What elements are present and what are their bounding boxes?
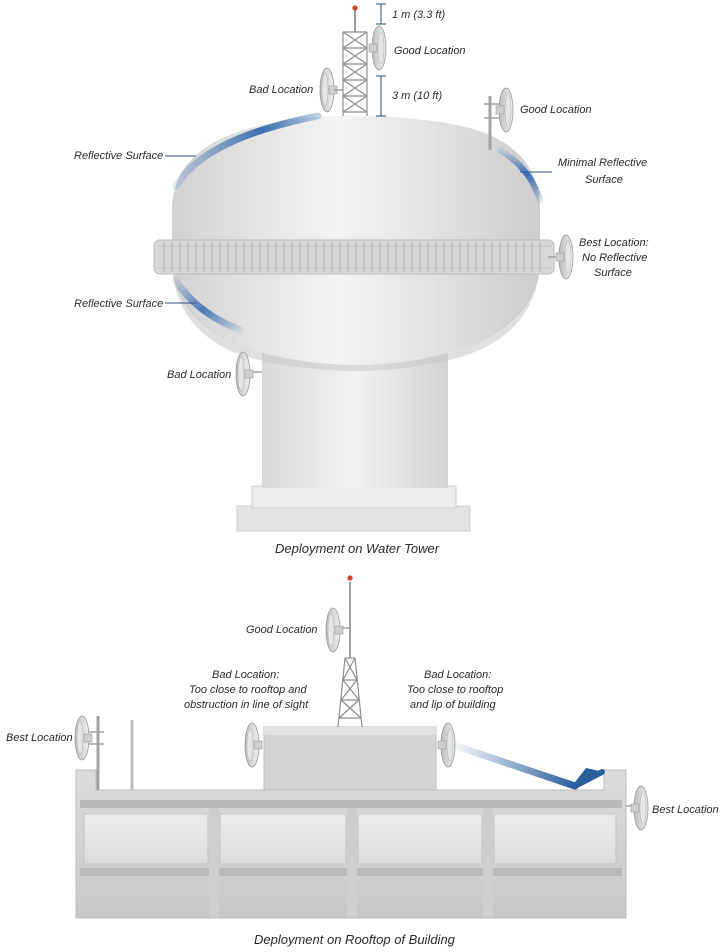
building-panels [83, 813, 617, 865]
penthouse-dish-bad-right [437, 722, 456, 768]
reflective-surface-lower-left [172, 276, 244, 334]
dim-bottom-label: 3 m (10 ft) [392, 90, 442, 102]
water-tower-caption: Deployment on Water Tower [275, 541, 440, 556]
tank-lattice-mast [342, 10, 368, 116]
rooftop-left-pole [74, 715, 134, 790]
tower-base-upper [251, 485, 457, 509]
beacon-light [352, 5, 358, 11]
rooftop-bad-right-line1: Bad Location: [424, 669, 491, 681]
reflective-surface-upper-label: Reflective Surface [74, 150, 163, 162]
water-tower: 1 m (3.3 ft) Good Location Bad Location … [74, 3, 649, 556]
rooftop-good-location-label: Good Location [246, 624, 318, 636]
rooftop-best-left-label: Best Location [6, 732, 73, 744]
dim-top-label: 1 m (3.3 ft) [392, 9, 446, 21]
reflection-arrow [452, 742, 579, 790]
minimal-reflective-label-line2: Surface [585, 174, 623, 186]
rooftop-tower-dish-good [325, 607, 350, 653]
bad-location-mast-label: Bad Location [249, 84, 313, 96]
bad-location-stem-label: Bad Location [167, 369, 231, 381]
ring-dish-best [548, 234, 574, 280]
tank-ring-walkway [153, 239, 555, 275]
rooftop-penthouse [263, 726, 437, 791]
rooftop-bad-left-line3: obstruction in line of sight [184, 699, 309, 711]
rooftop-bad-right-line2: Too close to rooftop [407, 684, 503, 696]
good-location-mast-label: Good Location [394, 45, 466, 57]
best-location-label-line2: No Reflective [582, 252, 647, 264]
best-location-label-line1: Best Location: [579, 237, 649, 249]
good-location-pole-label: Good Location [520, 104, 592, 116]
rooftop-bad-right-line3: and lip of building [410, 699, 497, 711]
rooftop-building: Good Location Bad Location: Too close to… [6, 575, 719, 947]
rooftop-best-right-label: Best Location [652, 804, 719, 816]
best-location-label-line3: Surface [594, 267, 632, 279]
stem-dish-bad [235, 351, 262, 397]
reflective-surface-upper-left [172, 112, 322, 190]
rooftop-bad-left-line1: Bad Location: [212, 669, 279, 681]
reflective-surface-lower-label: Reflective Surface [74, 298, 163, 310]
rooftop-beacon [347, 575, 353, 581]
rooftop-lattice-tower [337, 582, 363, 728]
minimal-reflective-label-line1: Minimal Reflective [558, 157, 647, 169]
tank-pole-antenna [484, 87, 514, 150]
tower-base [236, 505, 471, 532]
height-dimension-markers [376, 3, 386, 117]
penthouse-dish-bad-left [244, 722, 263, 768]
mast-dish-good [368, 25, 387, 71]
rooftop-bad-left-line2: Too close to rooftop and [189, 684, 308, 696]
building-side-dish-best [626, 785, 649, 831]
rooftop-caption: Deployment on Rooftop of Building [254, 932, 456, 947]
